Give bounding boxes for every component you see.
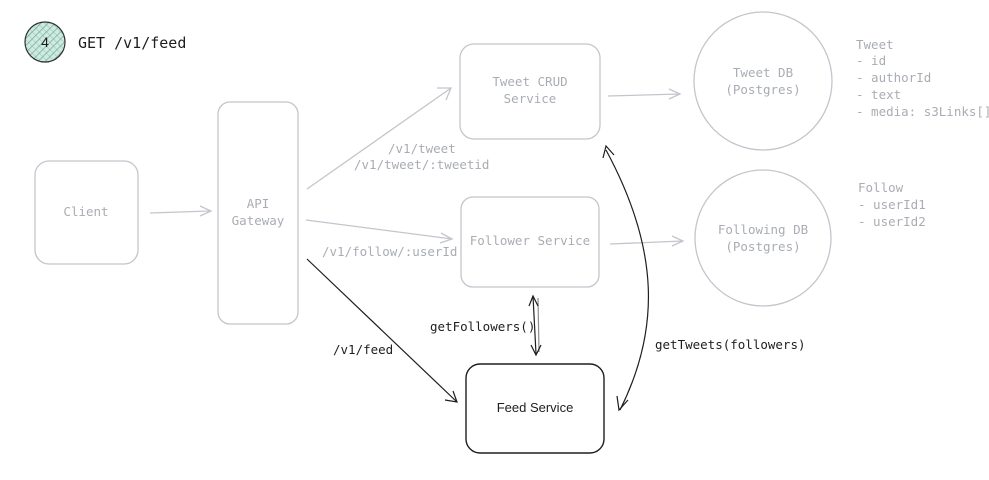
follower-service-node: Follower Service <box>460 196 600 288</box>
step-number: 4 <box>41 34 49 50</box>
tweet-route-label-2: /v1/tweet/:tweetid <box>354 157 489 172</box>
tweet-crud-label-line2: Service <box>504 91 557 106</box>
arrow-feed-tweet-crud-bidirectional <box>602 144 650 412</box>
arrow-tweet-crud-to-db <box>607 88 682 100</box>
tweet-crud-service-node: Tweet CRUD Service <box>459 43 601 140</box>
arrow-gateway-to-tweet-crud <box>306 87 452 190</box>
tweet-db-label-line1: Tweet DB <box>733 65 793 80</box>
api-gateway-node: API Gateway <box>217 101 299 325</box>
follower-service-label: Follower Service <box>470 233 590 248</box>
tweet-db-label-line2: (Postgres) <box>725 82 800 97</box>
client-label: Client <box>63 204 108 219</box>
tweet-route-label-1: /v1/tweet <box>388 141 456 156</box>
get-tweets-label: getTweets(followers) <box>655 337 806 352</box>
step-badge: 4 <box>24 21 66 63</box>
following-db-label-line2: (Postgres) <box>725 239 800 254</box>
get-followers-label: getFollowers() <box>430 319 535 334</box>
arrow-gateway-to-follower <box>305 219 454 244</box>
tweet-schema-note: Tweet - id - authorId - text - media: s3… <box>856 37 989 119</box>
feed-route-label: /v1/feed <box>333 342 393 357</box>
following-db-label-line1: Following DB <box>718 222 808 237</box>
tweet-schema-title: Tweet <box>856 37 894 52</box>
feed-service-label: Feed Service <box>497 400 574 415</box>
tweet-schema-field: - text <box>856 87 901 102</box>
tweet-schema-field: - id <box>856 53 886 68</box>
follow-schema-field: - userId2 <box>858 214 926 229</box>
follow-schema-field: - userId1 <box>858 197 926 212</box>
follow-schema-note: Follow - userId1 - userId2 <box>858 180 926 229</box>
tweet-crud-label-line1: Tweet CRUD <box>492 74 567 89</box>
following-db-node: Following DB (Postgres) <box>694 169 832 307</box>
arrow-gateway-to-feed <box>306 258 458 403</box>
tweet-schema-field: - media: s3Links[] <box>856 104 989 119</box>
tweet-schema-field: - authorId <box>856 70 931 85</box>
feed-service-node: Feed Service <box>465 363 605 454</box>
follow-schema-title: Follow <box>858 180 904 195</box>
arrow-feed-follower-bidirectional <box>528 294 542 357</box>
api-gateway-label-line1: API <box>247 196 270 211</box>
api-gateway-label-line2: Gateway <box>232 213 285 228</box>
follow-route-label: /v1/follow/:userId <box>322 244 457 259</box>
arrow-follower-to-db <box>609 235 685 247</box>
page-title: GET /v1/feed <box>78 34 186 52</box>
client-node: Client <box>34 160 139 265</box>
arrow-client-to-gateway <box>149 205 213 217</box>
tweet-db-node: Tweet DB (Postgres) <box>693 11 833 151</box>
